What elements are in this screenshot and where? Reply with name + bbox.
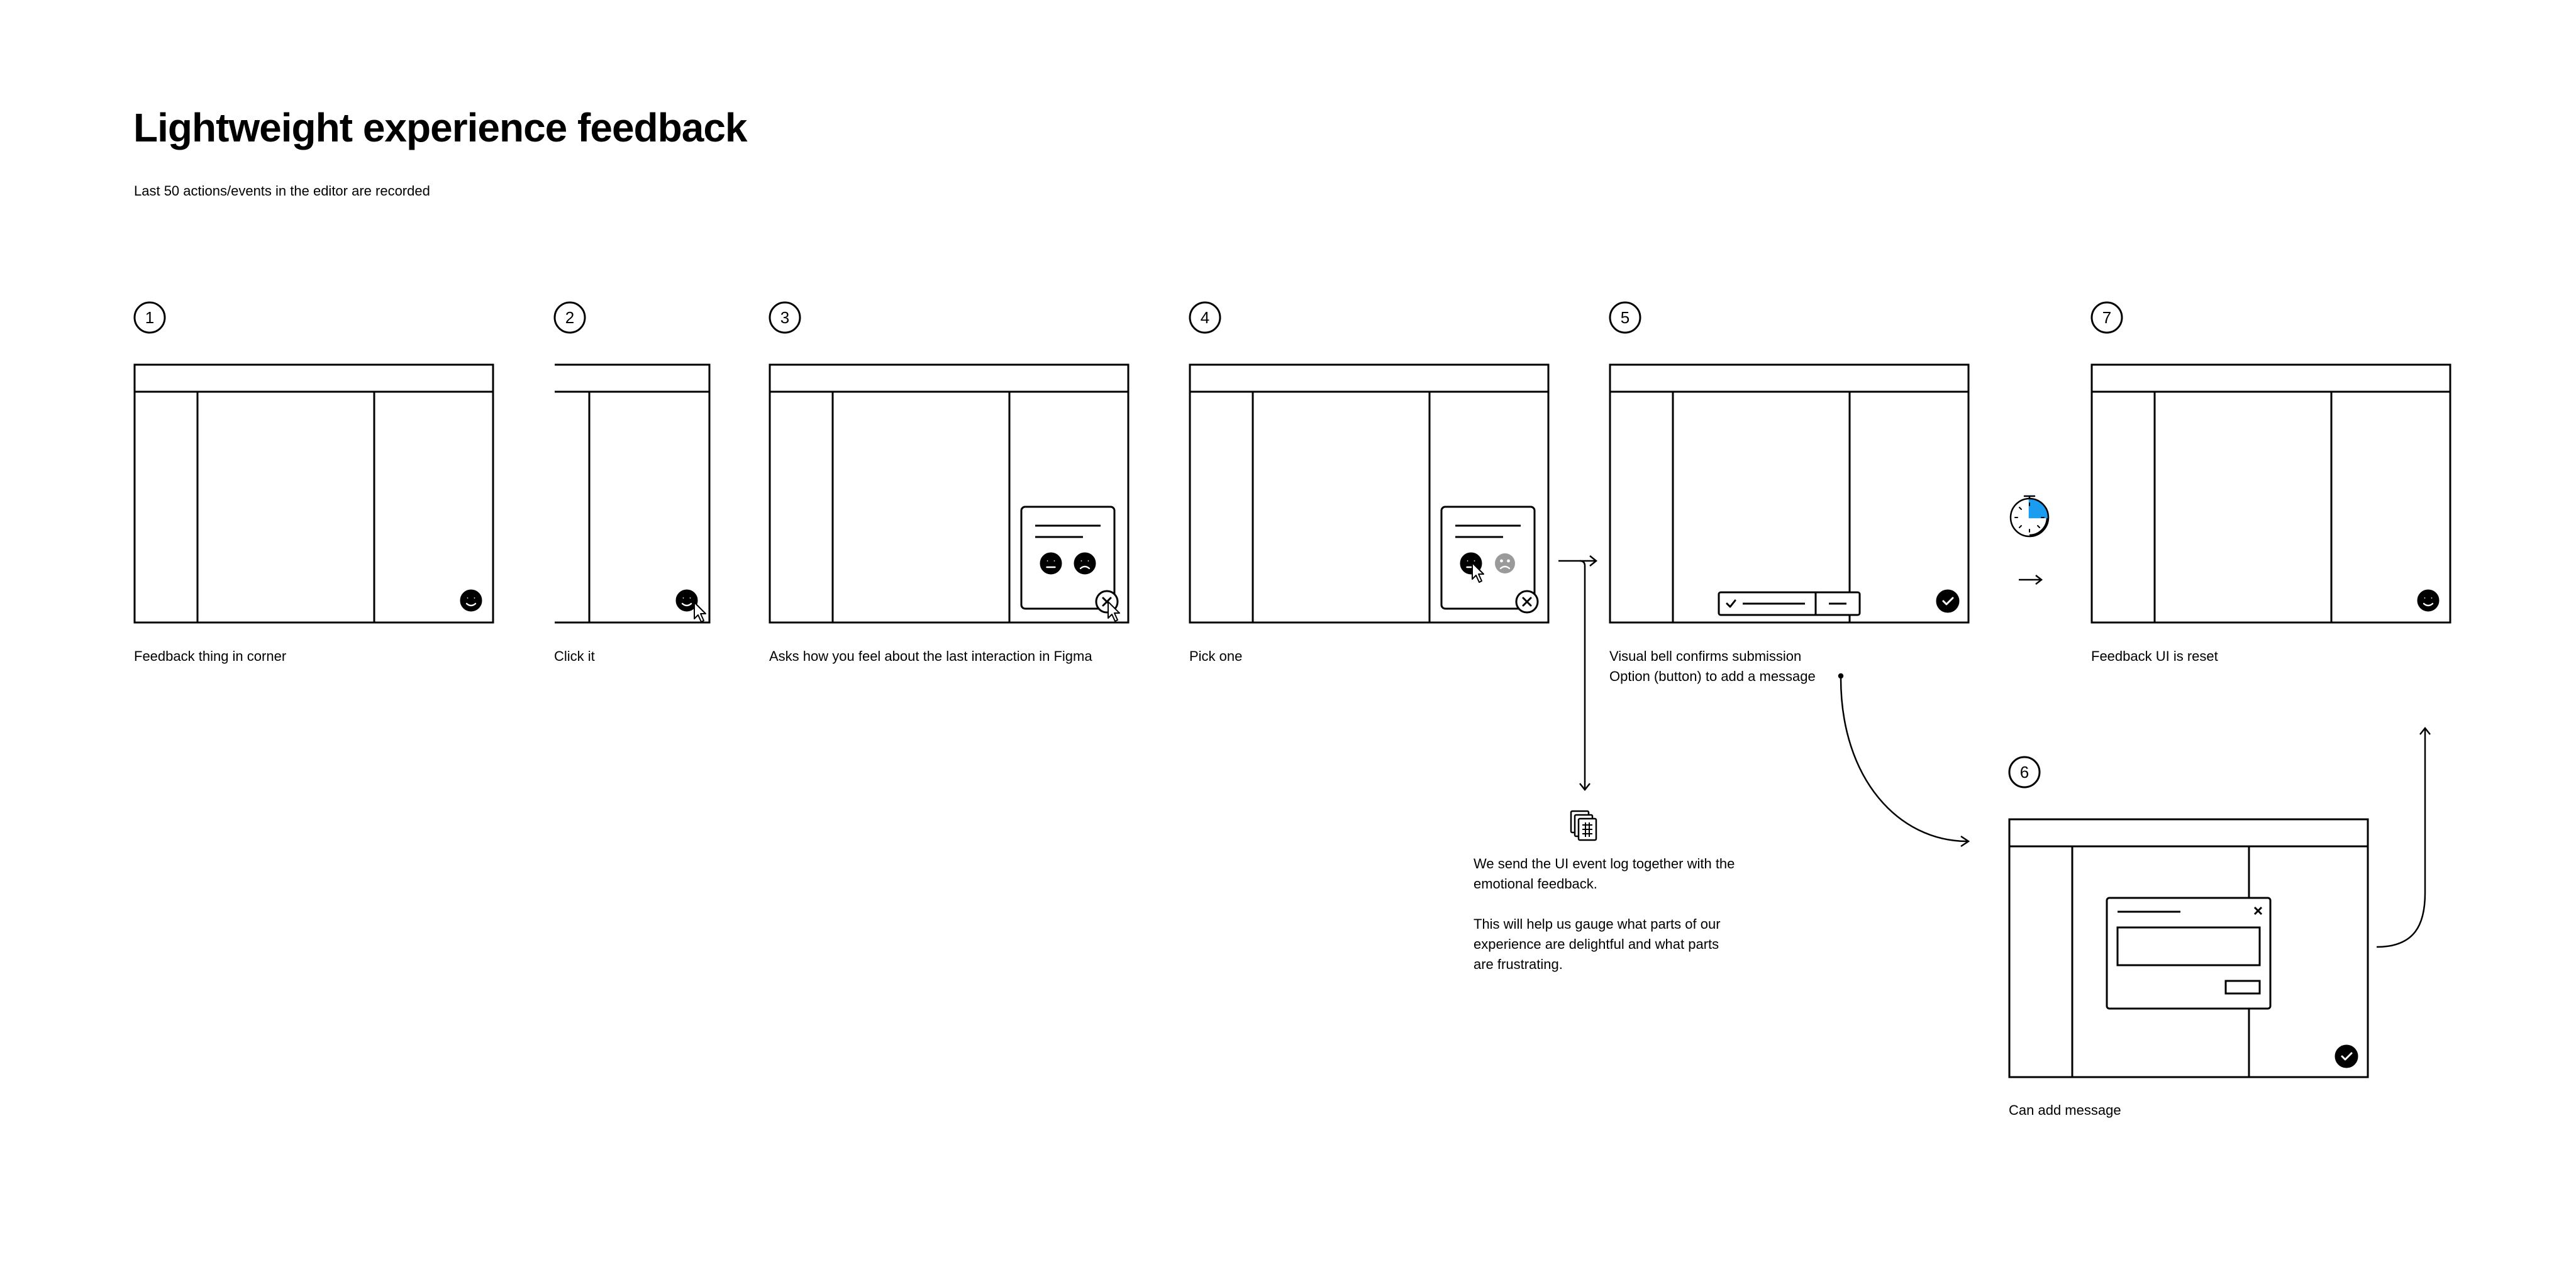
step-6: 6 (2008, 756, 2369, 1078)
message-input[interactable] (2116, 926, 2261, 966)
step-number: 4 (1201, 308, 1209, 327)
step-4-caption: Pick one (1189, 648, 1243, 664)
event-log-note: We send the UI event log together with t… (1474, 854, 1738, 995)
step-number: 1 (145, 308, 154, 327)
step-number-badge: 2 (553, 301, 586, 334)
check-circle-icon (1936, 589, 1960, 613)
step-6-caption: Can add message (2009, 1102, 2121, 1118)
message-modal (2106, 897, 2272, 1010)
smiley-face-icon[interactable] (2417, 589, 2440, 612)
stopwatch-icon (2009, 495, 2050, 538)
step-number: 6 (2020, 763, 2029, 782)
check-circle-icon (2334, 1044, 2358, 1068)
step-number-badge: 3 (769, 301, 801, 334)
check-icon (1726, 599, 1736, 608)
step-5-caption: Visual bell confirms submission Option (… (1609, 646, 1816, 687)
smiley-face-icon[interactable] (460, 589, 482, 612)
feedback-popover (1440, 506, 1536, 610)
step-number: 3 (780, 308, 789, 327)
send-button[interactable] (2224, 980, 2261, 995)
step-number-badge: 4 (1189, 301, 1221, 334)
arrow-to-step-6 (1838, 673, 1970, 848)
app-window (769, 363, 1130, 624)
step-4: 4 (1189, 301, 1550, 624)
step-2: 2 (553, 301, 711, 624)
app-window (2090, 363, 2451, 624)
stacked-documents-icon (1570, 810, 1597, 841)
step-1: 1 (133, 301, 494, 624)
cursor-icon (693, 601, 707, 623)
step-3: 3 (769, 301, 1130, 624)
frown-face-icon-muted[interactable] (1495, 553, 1515, 573)
step-number: 2 (565, 308, 574, 327)
feedback-popover (1020, 506, 1116, 610)
arrow-to-step-5-and-log (1558, 555, 1598, 792)
step-1-caption: Feedback thing in corner (134, 648, 287, 664)
step-5: 5 (1609, 301, 1970, 624)
close-icon[interactable] (2253, 906, 2263, 916)
app-window-cropped (555, 363, 711, 624)
step-number: 5 (1621, 308, 1629, 327)
step-5-caption-line-1: Visual bell confirms submission (1609, 648, 1802, 664)
note-paragraph: We send the UI event log together with t… (1474, 856, 1735, 892)
frown-face-icon[interactable] (1074, 552, 1096, 575)
app-window (133, 363, 494, 624)
step-7-caption: Feedback UI is reset (2091, 648, 2218, 664)
step-number-badge: 1 (133, 301, 166, 334)
visual-bell-toast (1718, 591, 1861, 616)
close-icon[interactable] (1515, 590, 1539, 614)
step-number: 7 (2102, 308, 2111, 327)
step-7: 7 (2090, 301, 2451, 624)
step-5-caption-line-2: Option (button) to add a message (1609, 668, 1816, 684)
note-paragraph: This will help us gauge what parts of ou… (1474, 916, 1721, 972)
step-number-badge: 6 (2008, 756, 2041, 788)
page-subtitle: Last 50 actions/events in the editor are… (134, 183, 430, 199)
neutral-face-icon[interactable] (1040, 552, 1062, 575)
step-2-caption: Click it (554, 648, 595, 664)
app-window (1189, 363, 1550, 624)
arrow-back-to-step-7 (2376, 726, 2431, 948)
step-number-badge: 5 (1609, 301, 1641, 334)
page-title: Lightweight experience feedback (133, 105, 747, 150)
arrow-to-step-7 (2019, 575, 2043, 585)
step-3-caption: Asks how you feel about the last interac… (769, 648, 1092, 664)
app-window (1609, 363, 1970, 624)
step-number-badge: 7 (2090, 301, 2123, 334)
